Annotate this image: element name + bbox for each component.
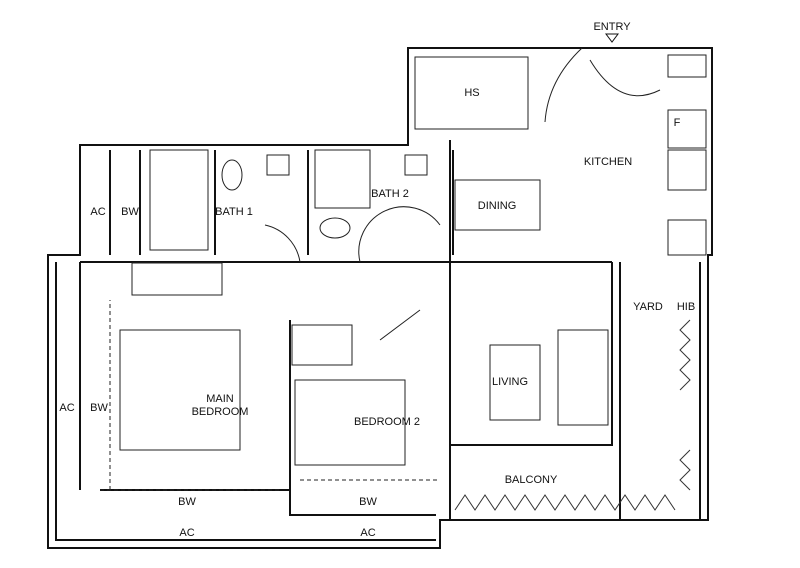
fridge-label: F (674, 117, 681, 129)
balcony-label: BALCONY (505, 474, 558, 486)
bw-label: BW (121, 206, 139, 218)
hib-label: HIB (677, 301, 695, 313)
ac-label: AC (179, 527, 194, 539)
ac-label: AC (360, 527, 375, 539)
bedroom2-label: BEDROOM 2 (354, 416, 420, 428)
main-bedroom-label: BEDROOM (192, 406, 249, 418)
ac-label: AC (90, 206, 105, 218)
living-label: LIVING (492, 376, 528, 388)
hs-label: HS (464, 87, 479, 99)
yard-label: YARD (633, 301, 663, 313)
bath1-label: BATH 1 (215, 206, 253, 218)
bw-label: BW (359, 496, 377, 508)
bw-label: BW (178, 496, 196, 508)
dining-label: DINING (478, 200, 517, 212)
kitchen-label: KITCHEN (584, 156, 632, 168)
bath2-label: BATH 2 (371, 188, 409, 200)
main-bedroom-label: MAIN (206, 393, 234, 405)
ac-label: AC (59, 402, 74, 414)
bw-label: BW (90, 402, 108, 414)
entry-label: ENTRY (593, 21, 631, 33)
fixtures (100, 47, 707, 491)
planters (454, 319, 691, 511)
walls (47, 47, 713, 549)
entry-arrow-icon (605, 33, 619, 43)
